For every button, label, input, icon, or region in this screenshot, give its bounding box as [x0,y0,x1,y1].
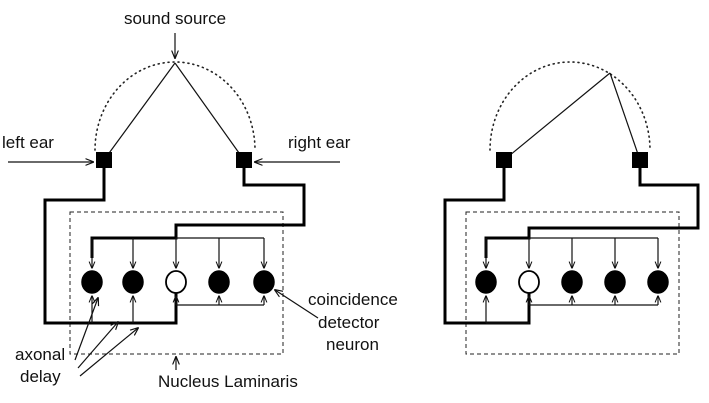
upper-branch-arrows-r [486,237,658,268]
axon-left [43,168,178,325]
nucleus-laminaris-label: Nucleus Laminaris [158,372,298,391]
axonal-arrow-2 [77,322,118,369]
coincidence-neuron [475,270,497,294]
right-ear-label: right ear [288,133,351,152]
lower-branch-arrows-r [486,296,658,324]
axon-right-r [484,168,700,258]
sound-path-right-r [609,72,641,161]
neuron-row-right [475,270,669,294]
coincidence-neuron [81,270,103,294]
sound-arc-right [489,61,651,151]
sound-source-label: sound source [124,9,226,28]
coincidence-label-3: neuron [326,335,379,354]
lower-branch-arrows [92,296,264,323]
coincidence-neuron [253,270,275,294]
right-ear-icon [236,152,252,168]
axon-left-r [443,168,531,325]
left-ear-icon-right-panel [496,152,512,168]
left-ear-label: left ear [2,133,54,152]
sound-path-left [103,62,176,161]
coincidence-arrow [275,290,319,319]
coincidence-neuron [647,270,669,294]
nucleus-laminaris-box [69,211,284,355]
panel-centered-source [8,33,340,355]
coincidence-neuron-active [165,270,187,294]
sound-arc [94,61,256,151]
coincidence-neuron [208,270,230,294]
coincidence-neuron [122,270,144,294]
coincidence-neuron [561,270,583,294]
axon-right [90,168,306,258]
coincidence-neuron-active [518,270,540,294]
axonal-arrow-1 [74,298,98,361]
upper-branch-arrows [92,237,264,268]
axonal-arrow-3 [79,328,138,377]
coincidence-neuron [604,270,626,294]
neuron-row-left [81,270,275,294]
sound-path-right [174,62,245,161]
axonal-label-2: delay [20,367,61,386]
sound-path-left-r [503,72,611,161]
coincidence-label-1: coincidence [308,290,398,309]
left-ear-icon [96,152,112,168]
axonal-label-1: axonal [15,345,65,364]
nucleus-laminaris-box-right [465,211,680,355]
right-ear-icon-right-panel [632,152,648,168]
coincidence-label-2: detector [318,313,380,332]
panel-offset-source [443,61,700,355]
